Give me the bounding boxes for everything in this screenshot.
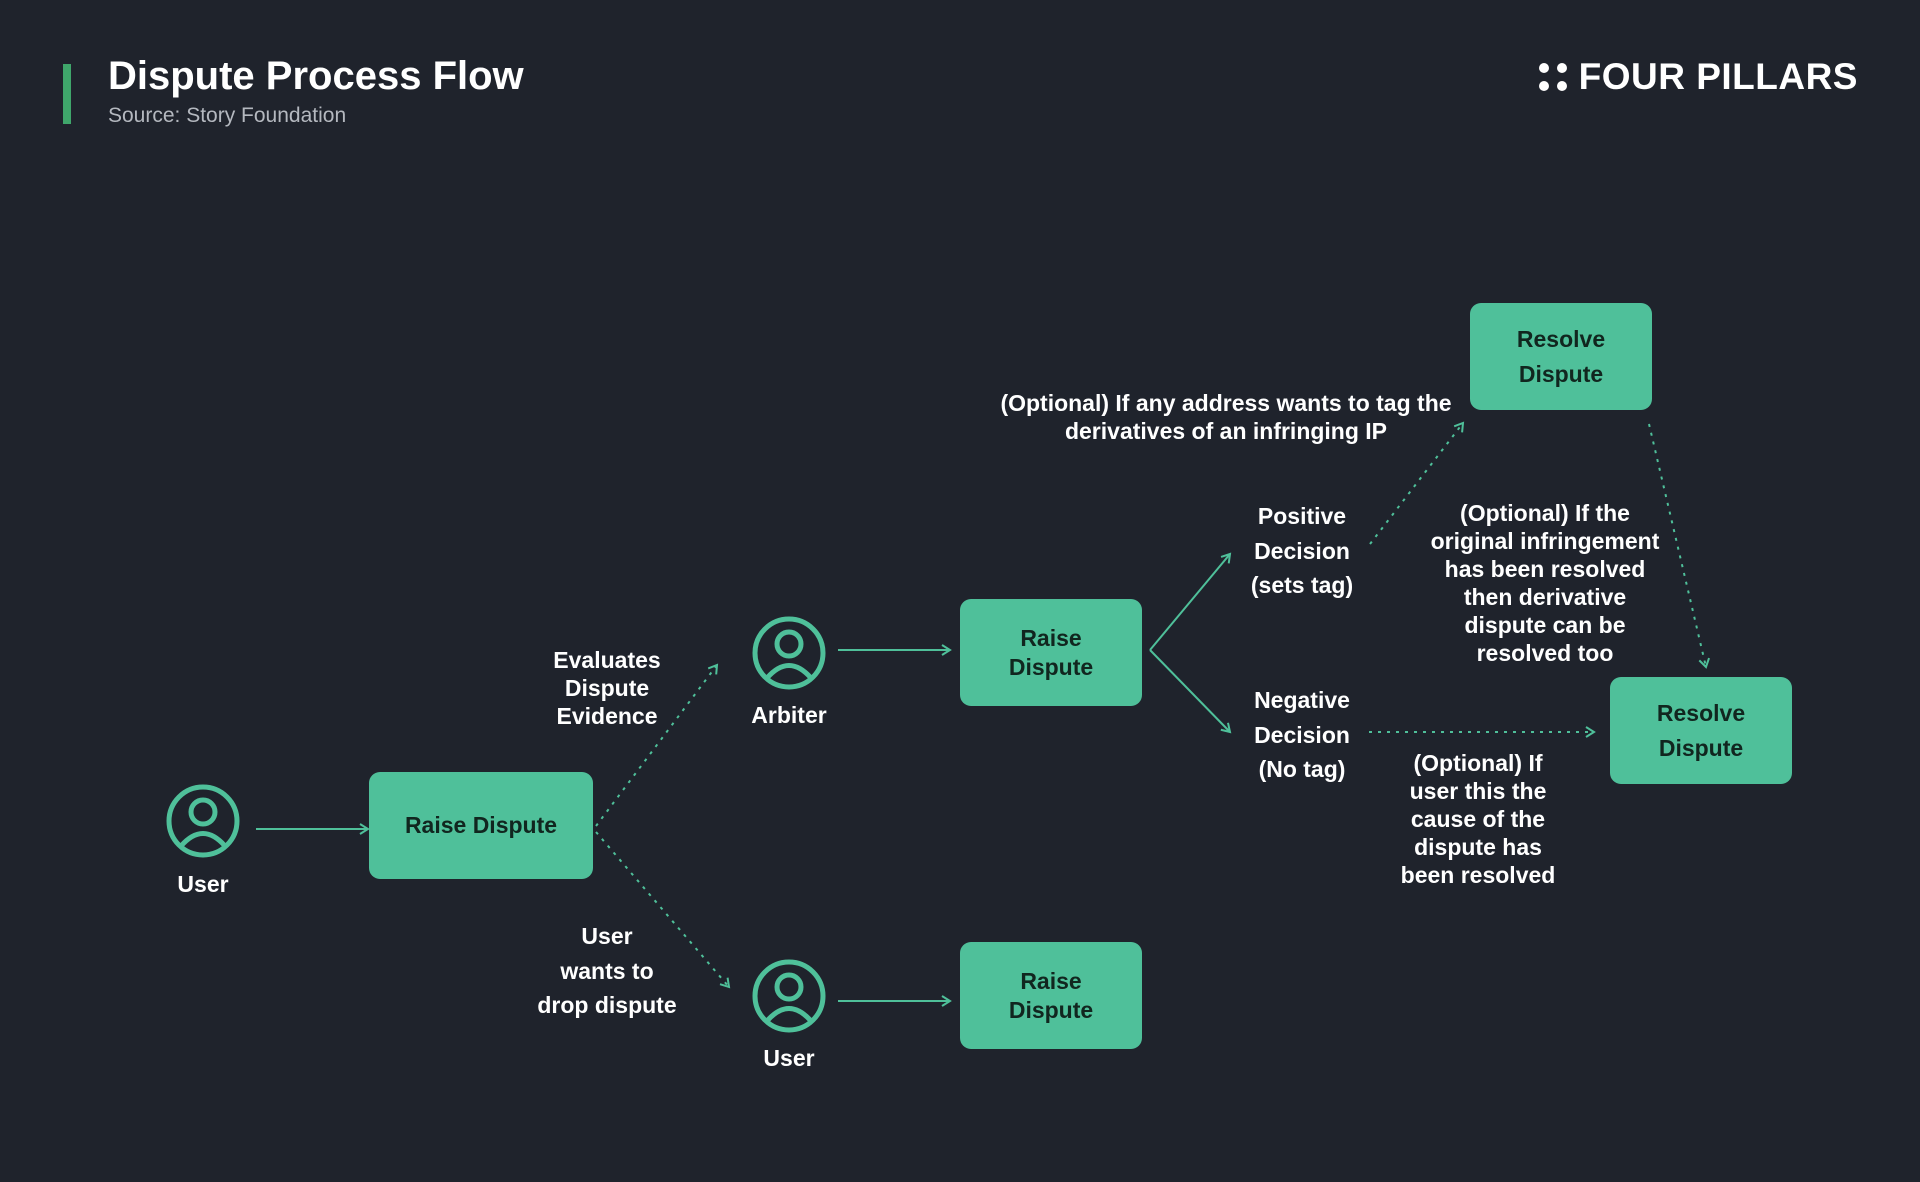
dotted-arrow-resolve-top-to-right — [1648, 423, 1710, 669]
arrow-to-negative — [1149, 649, 1232, 734]
brand-logo: FOUR PILLARS — [1538, 56, 1858, 98]
user-circle-icon — [752, 959, 826, 1033]
box-raise-dispute-arbiter: Raise Dispute — [960, 599, 1142, 706]
box-label: Resolve Dispute — [1516, 326, 1606, 387]
page-subtitle: Source: Story Foundation — [108, 104, 347, 127]
page-title: Dispute Process Flow — [108, 54, 524, 98]
arbiter-circle-icon — [752, 616, 826, 690]
node-label-arbiter: Arbiter — [751, 702, 827, 728]
box-resolve-dispute-top: Resolve Dispute — [1470, 303, 1652, 410]
user-circle-icon — [166, 784, 240, 858]
label-optional-tag-derivatives: (Optional) If any address wants to tag t… — [1000, 390, 1452, 445]
box-label: Raise Dispute — [1008, 625, 1094, 680]
title-accent-bar — [63, 64, 71, 124]
label-user-drop-dispute: User wants to drop dispute — [537, 923, 677, 1018]
box-raise-dispute-initial: Raise Dispute — [369, 772, 593, 879]
box-label: Resolve Dispute — [1656, 700, 1746, 761]
label-optional-original-resolved: (Optional) If the original infringement … — [1430, 500, 1660, 667]
label-negative-decision: Negative Decision (No tag) — [1254, 687, 1350, 782]
box-resolve-dispute-right: Resolve Dispute — [1610, 677, 1792, 784]
node-label-user: User — [177, 871, 229, 897]
brand-name: FOUR PILLARS — [1578, 56, 1858, 97]
dotted-arrow-to-resolve-top — [1369, 421, 1465, 545]
box-label: Raise Dispute — [1008, 968, 1094, 1023]
label-optional-user-resolved: (Optional) If user this the cause of the… — [1400, 750, 1556, 889]
label-evaluates-evidence: Evaluates Dispute Evidence — [553, 647, 661, 730]
box-label: Raise Dispute — [404, 812, 558, 839]
dotted-arrow-to-arbiter — [595, 663, 719, 827]
label-positive-decision: Positive Decision (sets tag) — [1250, 503, 1354, 598]
node-label-user-drop: User — [763, 1045, 815, 1071]
arrow-to-positive — [1149, 552, 1232, 651]
box-raise-dispute-drop: Raise Dispute — [960, 942, 1142, 1049]
four-dots-icon — [1538, 63, 1567, 91]
